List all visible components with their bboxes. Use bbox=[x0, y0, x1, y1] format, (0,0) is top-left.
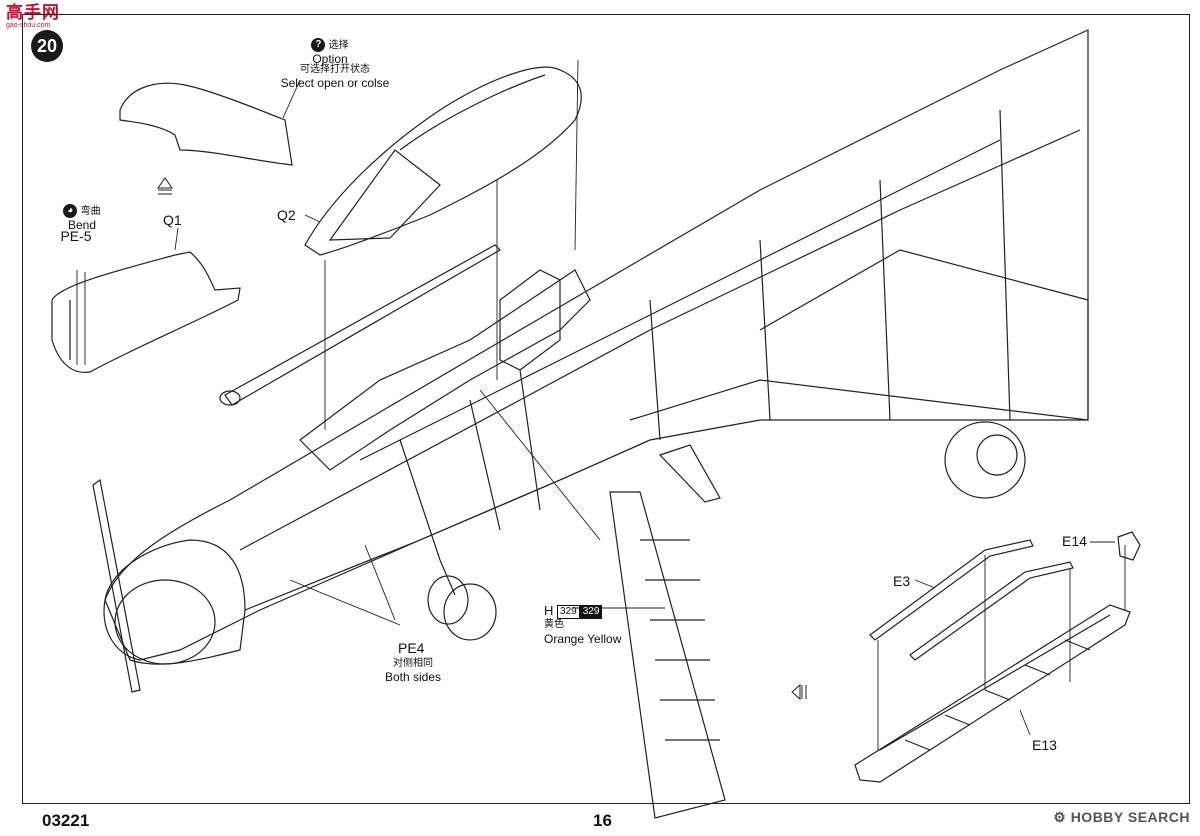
watermark-url: gao-shou.com bbox=[6, 22, 51, 29]
brand-gear-icon: ⚙ bbox=[1053, 809, 1067, 825]
nose-wheel bbox=[443, 583, 497, 641]
site-watermark-logo: 高手网 gao-shou.com bbox=[6, 4, 76, 44]
part-pe5-label: PE-5 bbox=[60, 228, 92, 244]
bend-icon: ◕ bbox=[63, 203, 78, 218]
page-frame bbox=[22, 14, 1190, 804]
part-pe4-label: PE4 bbox=[398, 640, 425, 656]
cockpit-opening bbox=[299, 269, 591, 471]
intake bbox=[114, 579, 216, 665]
step-number-badge: 20 bbox=[31, 30, 63, 62]
part-e3-label: E3 bbox=[893, 573, 911, 589]
bend-note: ◕ 弯曲 Bend bbox=[52, 203, 112, 232]
fuselage-line-1 bbox=[244, 439, 651, 611]
nose-cone bbox=[104, 539, 246, 665]
both-sides-note: 对侧相同 Both sides bbox=[378, 658, 448, 684]
part-e13-label: E13 bbox=[1032, 737, 1057, 753]
fuselage-line-2 bbox=[239, 129, 1081, 551]
both-sides-label: Both sides bbox=[384, 670, 442, 684]
part-q2-label: Q2 bbox=[277, 207, 296, 223]
brand-text: HOBBY SEARCH bbox=[1070, 809, 1190, 825]
canopy-q2 bbox=[304, 66, 582, 256]
part-e14-clip bbox=[1117, 531, 1141, 561]
option-title: Option bbox=[312, 52, 348, 66]
paint-code-box: 329 bbox=[557, 604, 580, 619]
watermark-title: 高手网 bbox=[6, 3, 60, 22]
windscreen-q1 bbox=[51, 251, 241, 373]
paint-name: Orange Yellow bbox=[544, 632, 622, 646]
rotate-view-icon bbox=[791, 683, 807, 701]
fuselage-outline bbox=[103, 29, 1089, 661]
ejection-seat bbox=[499, 269, 561, 371]
ladder-rails-e3 bbox=[869, 539, 1034, 641]
page-number: 16 bbox=[593, 811, 612, 830]
paint-prefix: H bbox=[544, 603, 554, 618]
bend-cn: 弯曲 bbox=[80, 206, 101, 217]
boarding-ladder bbox=[609, 491, 726, 819]
option-note: ? 选择 Option bbox=[270, 37, 390, 66]
fuselage-line-3 bbox=[359, 139, 1001, 461]
paint-name-cn: 黄色 bbox=[544, 619, 564, 630]
option-title-cn: 选择 bbox=[328, 40, 349, 51]
hobby-search-brand: ⚙ HOBBY SEARCH bbox=[1053, 809, 1190, 826]
option-desc-block: 可选择打开状态 Select open or colse bbox=[255, 64, 415, 90]
part-q1-label: Q1 bbox=[163, 212, 182, 228]
paint-code-box-dark: 329 bbox=[579, 604, 603, 619]
part-e14-label: E14 bbox=[1062, 533, 1087, 549]
main-wheel bbox=[944, 421, 1026, 499]
option-canopy-frame bbox=[119, 82, 293, 166]
kit-number: 03221 bbox=[42, 811, 90, 830]
refuel-probe bbox=[224, 244, 501, 406]
question-icon: ? bbox=[311, 37, 326, 52]
wing bbox=[629, 249, 1089, 421]
bend-label: Bend bbox=[67, 218, 97, 232]
gear-door bbox=[658, 444, 721, 503]
option-desc: Select open or colse bbox=[280, 76, 390, 90]
ladder-base-e13 bbox=[854, 604, 1131, 783]
both-sides-cn: 对侧相同 bbox=[393, 658, 433, 669]
option-desc-cn: 可选择打开状态 bbox=[300, 64, 370, 75]
pitot-boom bbox=[92, 478, 141, 693]
flip-arrow-icon bbox=[157, 177, 173, 195]
